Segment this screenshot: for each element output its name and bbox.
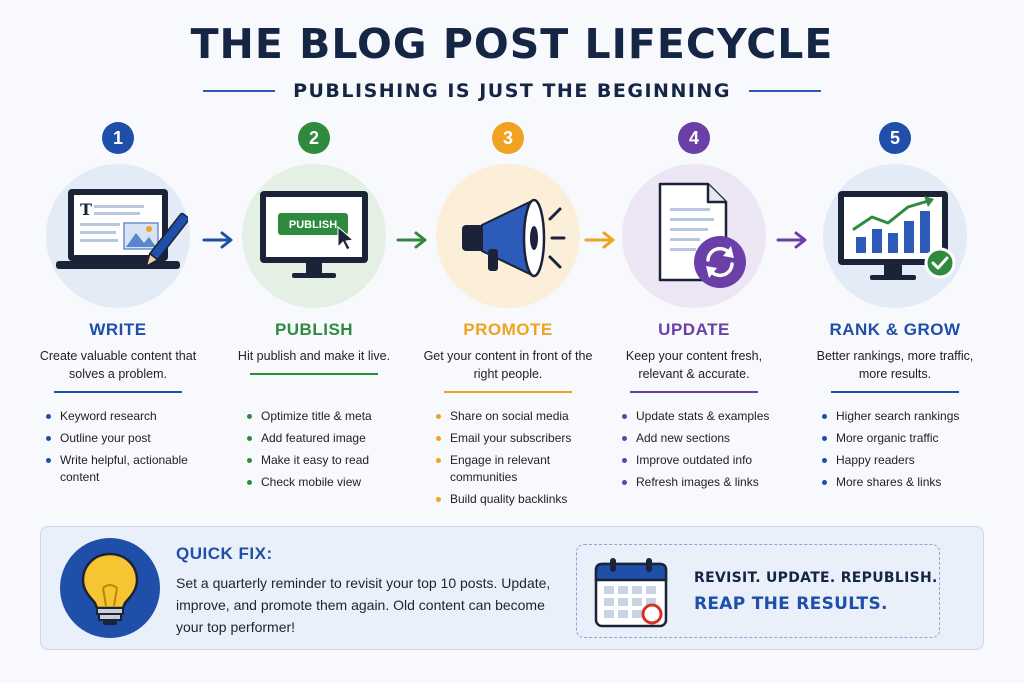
bullet-dot [622, 436, 627, 441]
bullet-dot [247, 458, 252, 463]
arrow-right-icon [776, 231, 807, 249]
bullet-dot [822, 458, 827, 463]
bullet-dot [822, 480, 827, 485]
step-number-1: 1 [102, 122, 134, 154]
stage-bullet-list: Keyword research Outline your post Write… [44, 408, 214, 491]
list-item: Write helpful, actionable content [44, 452, 214, 486]
arrow-right-icon [202, 231, 233, 249]
step-number-4: 4 [678, 122, 710, 154]
stage-bullet-list: Higher search rankings More organic traf… [820, 408, 990, 496]
slogan-line-2: REAP THE RESULTS. [694, 594, 888, 614]
list-item: Happy readers [820, 452, 990, 469]
quick-fix-title: QUICK FIX: [176, 544, 273, 563]
stage-description: Hit publish and make it live. [237, 349, 391, 363]
stage-bullet-list: Update stats & examples Add new sections… [620, 408, 790, 496]
stage-description: Better rankings, more traffic, more resu… [816, 349, 974, 381]
list-item: Refresh images & links [620, 474, 790, 491]
list-item: Share on social media [434, 408, 604, 425]
laptop-writing-icon: T [56, 189, 188, 269]
stage-icon-circle [436, 164, 580, 308]
stage-icon-circle: PUBLISH [242, 164, 386, 308]
bullet-dot [622, 414, 627, 419]
bullet-dot [247, 414, 252, 419]
list-item: Build quality backlinks [434, 491, 604, 508]
quick-fix-text: Set a quarterly reminder to revisit your… [176, 575, 551, 635]
stage-description: Get your content in front of the right p… [423, 349, 593, 381]
subtitle-right-line [748, 90, 821, 92]
list-item: Update stats & examples [620, 408, 790, 425]
stage-description: Keep your content fresh, relevant & accu… [625, 349, 763, 381]
svg-text:T: T [80, 200, 92, 219]
page-title: THE BLOG POST LIFECYCLE [190, 20, 834, 68]
stage-bullet-list: Optimize title & meta Add featured image… [245, 408, 415, 496]
list-item: Add new sections [620, 430, 790, 447]
bullet-dot [46, 458, 51, 463]
stage-icon-circle: T [46, 164, 190, 308]
step-number-3: 3 [492, 122, 524, 154]
page-subtitle: PUBLISHING IS JUST THE BEGINNING [293, 80, 731, 102]
bullet-dot [622, 458, 627, 463]
stage-title: WRITE [89, 320, 147, 339]
stage-divider [630, 391, 758, 393]
stage-write: 1 T WRITE Create valuable content that s… [22, 122, 214, 393]
bullet-dot [622, 480, 627, 485]
bullet-dot [436, 458, 441, 463]
stage-update: 4 UPDATE Keep your content fresh, releva… [598, 122, 790, 393]
stage-description: Create valuable content that solves a pr… [39, 349, 197, 381]
publish-button-label: PUBLISH [289, 219, 337, 231]
bullet-dot [436, 497, 441, 502]
bullet-dot [247, 436, 252, 441]
stage-divider [831, 391, 959, 393]
list-item: Make it easy to read [245, 452, 415, 469]
document-refresh-icon [658, 182, 746, 288]
stage-bullet-list: Share on social media Email your subscri… [434, 408, 604, 513]
slogan-line-1: REVISIT. UPDATE. REPUBLISH. [694, 570, 938, 586]
list-item: Optimize title & meta [245, 408, 415, 425]
stage-promote: 3 PROMOTE Get your content in front of t… [412, 122, 604, 393]
bullet-dot [436, 436, 441, 441]
stage-title: UPDATE [658, 320, 730, 339]
bullet-dot [46, 414, 51, 419]
calendar-icon [594, 558, 668, 628]
arrow-right-icon [396, 231, 427, 249]
lightbulb-badge [60, 538, 160, 638]
quick-fix-panel [40, 526, 984, 650]
stage-title: RANK & GROW [829, 320, 961, 339]
bullet-dot [247, 480, 252, 485]
stage-icon-circle [823, 164, 967, 308]
megaphone-icon [462, 198, 566, 278]
arrow-right-icon [584, 231, 615, 249]
stage-divider [250, 373, 378, 375]
list-item: Improve outdated info [620, 452, 790, 469]
stage-divider [444, 391, 572, 393]
stage-rank-grow: 5 RANK & GROW Better rankings, more traf… [799, 122, 991, 393]
subtitle-left-line [203, 90, 276, 92]
step-number-5: 5 [879, 122, 911, 154]
list-item: More organic traffic [820, 430, 990, 447]
bullet-dot [822, 414, 827, 419]
monitor-publish-icon: PUBLISH [260, 191, 368, 278]
bullet-dot [822, 436, 827, 441]
stage-title: PUBLISH [274, 320, 354, 339]
slogan-box [576, 544, 940, 638]
list-item: Engage in relevant communities [434, 452, 604, 486]
list-item: Outline your post [44, 430, 214, 447]
subtitle-row: PUBLISHING IS JUST THE BEGINNING [0, 78, 1024, 104]
list-item: More shares & links [820, 474, 990, 491]
growth-chart-monitor-icon [838, 191, 956, 280]
lightbulb-icon [81, 552, 139, 625]
list-item: Higher search rankings [820, 408, 990, 425]
list-item: Keyword research [44, 408, 214, 425]
stage-divider [54, 391, 182, 393]
step-number-2: 2 [298, 122, 330, 154]
bullet-dot [46, 436, 51, 441]
stage-publish: 2 PUBLISH PUBLISH Hit publish and make i… [218, 122, 410, 375]
stage-icon-circle [622, 164, 766, 308]
list-item: Check mobile view [245, 474, 415, 491]
list-item: Email your subscribers [434, 430, 604, 447]
stage-title: PROMOTE [463, 320, 553, 339]
bullet-dot [436, 414, 441, 419]
list-item: Add featured image [245, 430, 415, 447]
